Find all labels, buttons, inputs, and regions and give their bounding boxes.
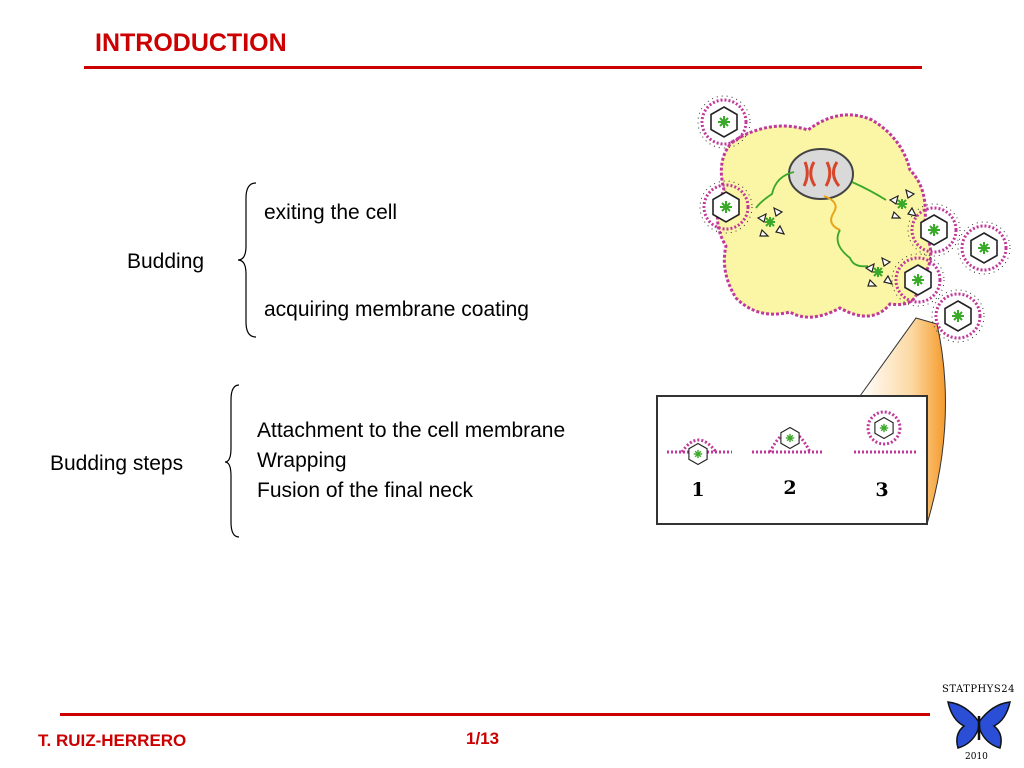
step-item-fusion: Fusion of the final neck [257,479,473,502]
step-3-fusion [854,410,916,454]
budding-steps-panel [656,395,928,525]
logo-top-text: STATPHYS24 [942,684,1015,695]
step-number-3: 3 [875,479,888,501]
logo-bottom-text: 2010 [965,752,988,762]
step-number-1: 1 [691,479,704,501]
budding-brace [237,182,257,338]
footer-rule [60,713,930,716]
budding-steps-label: Budding steps [50,452,184,475]
host-cell [716,113,933,319]
slide-title: INTRODUCTION [95,29,287,57]
budding-item-exiting: exiting the cell [264,201,398,224]
cell-budding-illustration: 1 2 3 [656,94,1012,526]
footer-author: T. RUIZ-HERRERO [38,731,187,750]
step-item-attachment: Attachment to the cell membrane [257,419,566,442]
budding-steps-brace [224,384,240,538]
budding-steps-list: Attachment to the cell membrane Wrapping… [257,416,565,506]
nucleus [788,148,854,200]
page-number: 1/13 [466,729,500,748]
step-number-2: 2 [783,477,796,499]
budding-label: Budding [127,250,205,273]
step-2-wrapping [752,426,824,454]
step-1-attachment [667,438,732,466]
title-underline [84,66,922,69]
step-item-wrapping: Wrapping [257,449,347,472]
budding-item-coating: acquiring membrane coating [264,298,529,321]
butterfly-logo-icon [947,701,1011,749]
